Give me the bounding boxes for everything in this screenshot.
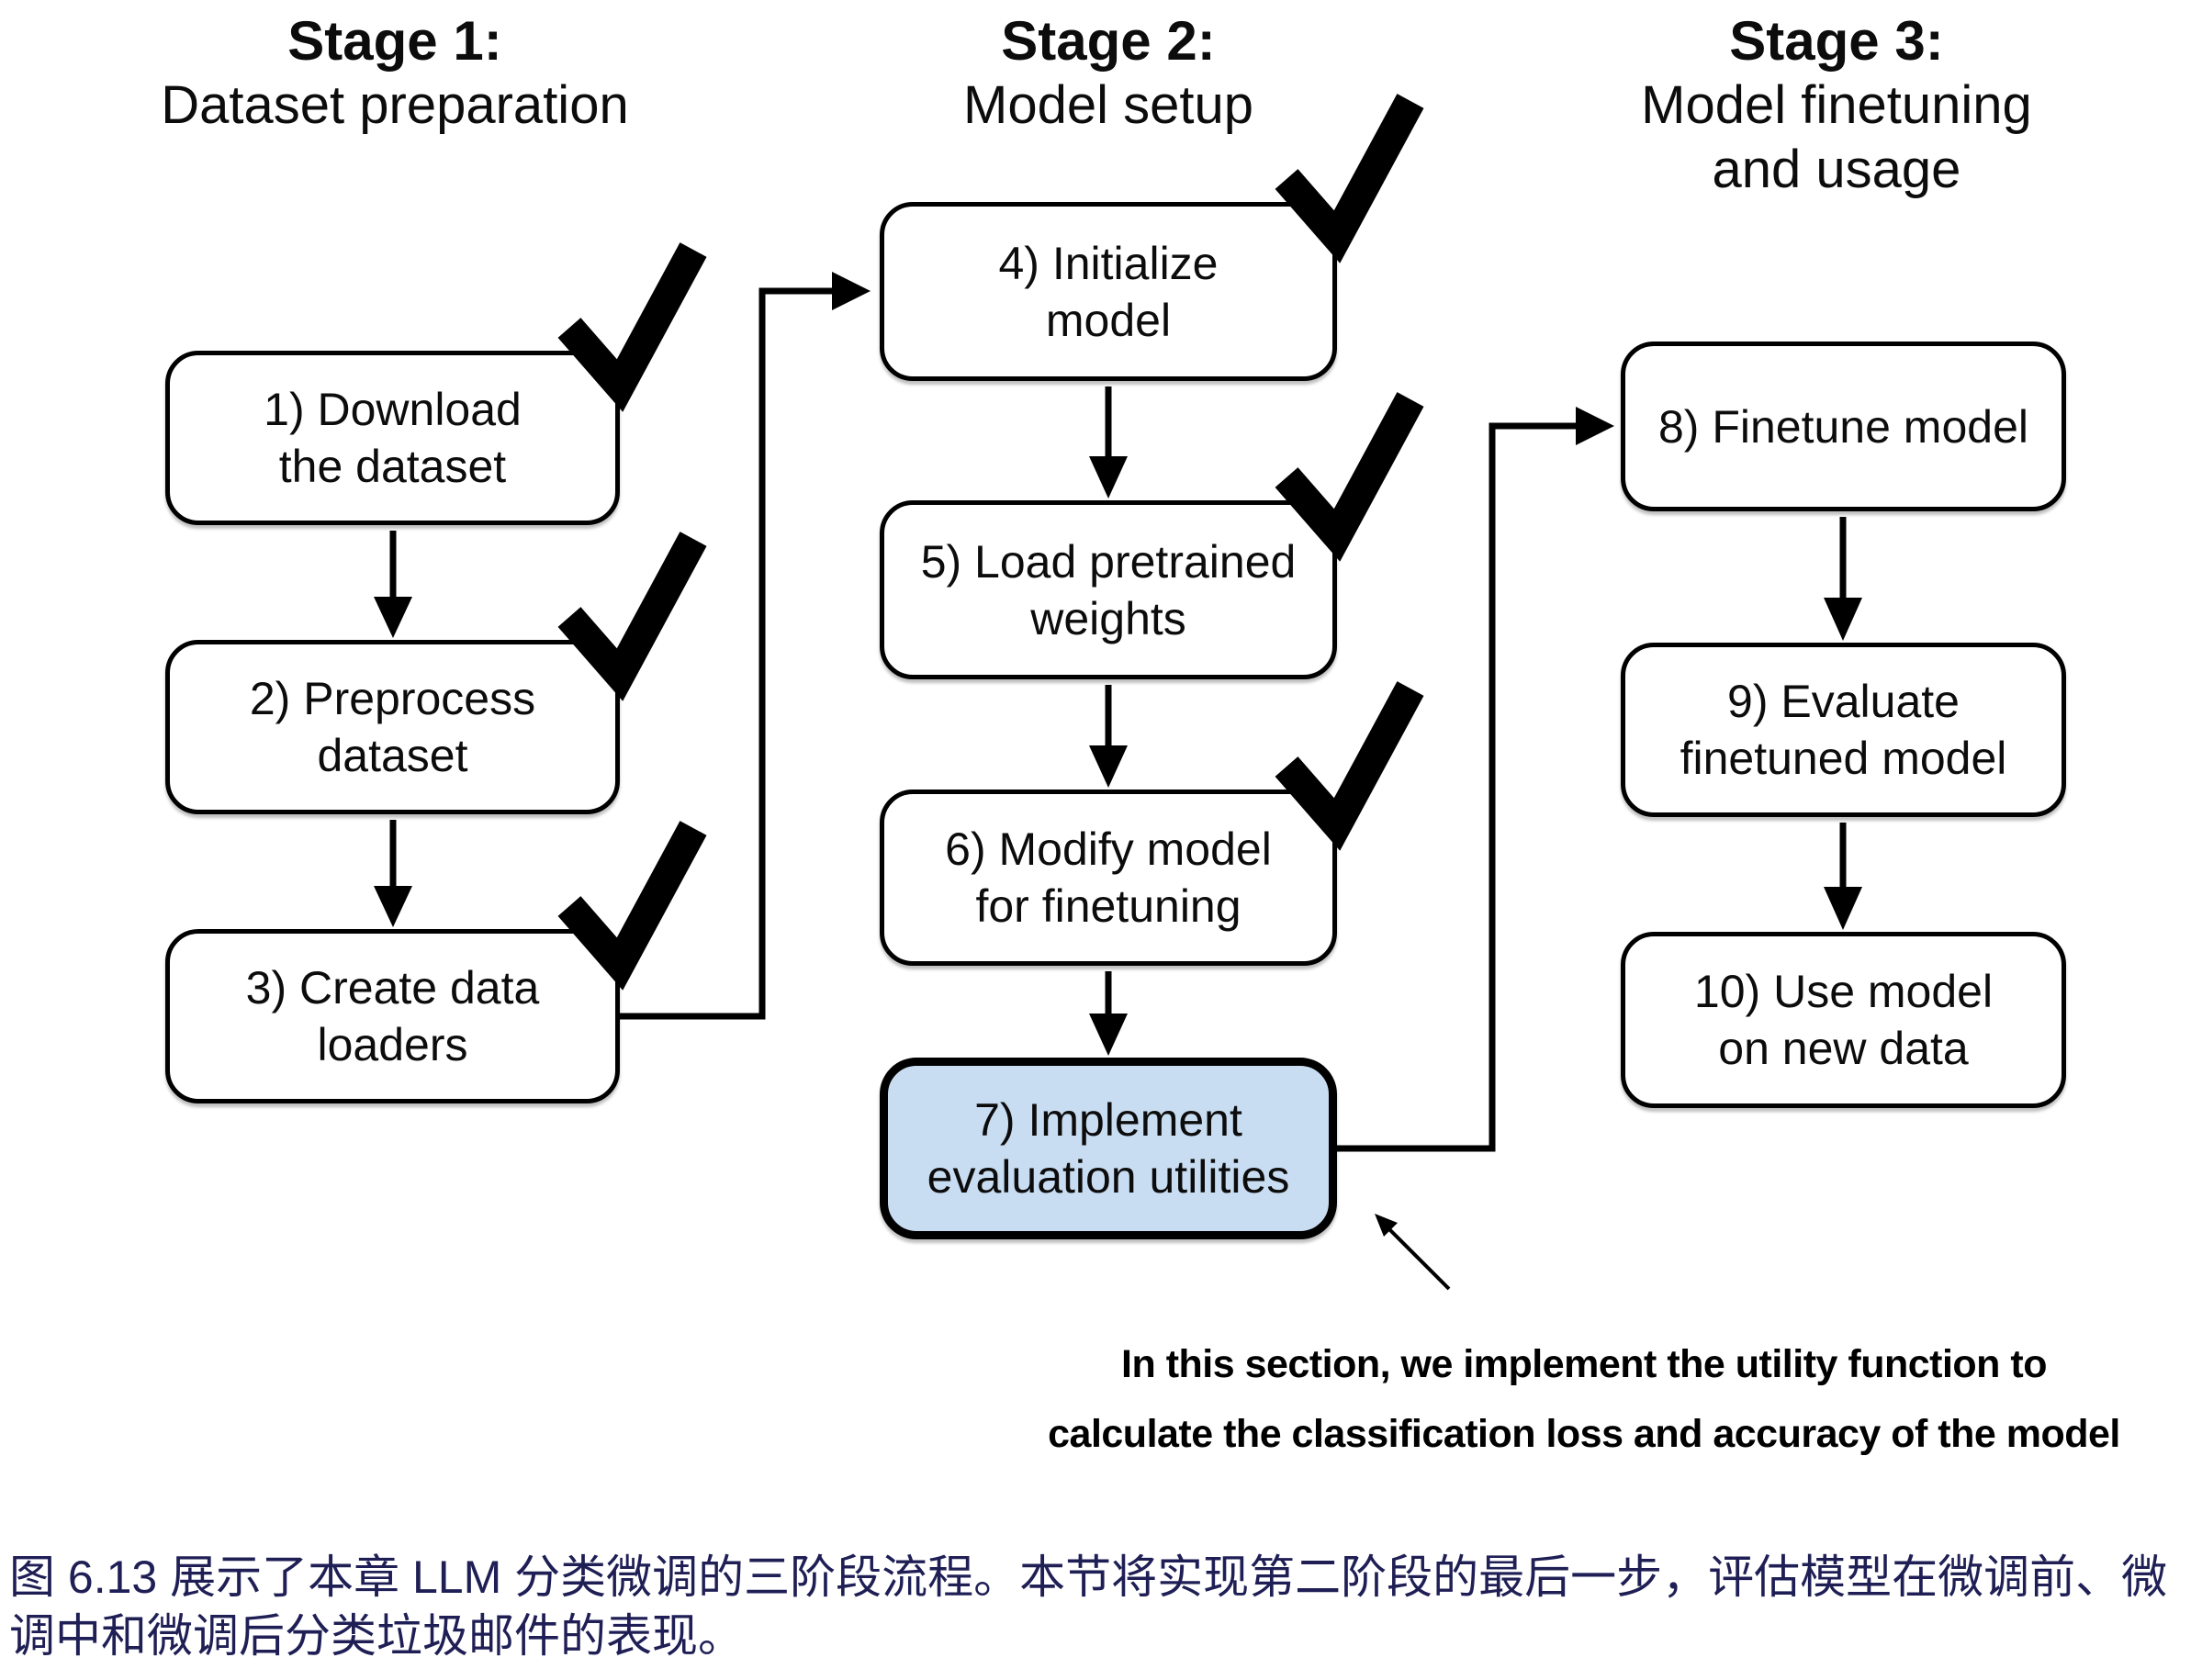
arrow-down-icon [1089,685,1128,788]
step-10-label-line2: on new data [1718,1023,1969,1074]
step-5-label-line2: weights [1030,592,1186,644]
step-2-label-line2: dataset [317,730,468,781]
step-8-finetune-model-box: 8) Finetune model [1621,342,2066,511]
step-9-evaluate-finetuned-model-box: 9) Evaluate finetuned model [1621,643,2066,817]
step-1-download-dataset-box: 1) Download the dataset [165,351,620,525]
annotation-arrow-icon [1375,1214,1451,1291]
stage-2-title: Stage 2: [1001,10,1216,72]
step-6-label-line2: for finetuning [975,880,1241,932]
step-6-modify-model-box: 6) Modify model for finetuning [880,790,1337,966]
stage-2-header: Stage 2: Model setup [787,9,1430,138]
step-5-load-pretrained-weights-box: 5) Load pretrained weights [880,500,1337,679]
annotation-line1: In this section, we implement the utilit… [1121,1342,2047,1386]
step-3-label-line2: loaders [317,1019,468,1070]
step-9-label-line2: finetuned model [1680,733,2007,784]
connector-stage2-to-stage3 [1335,407,1614,1152]
stage-1-subtitle: Dataset preparation [161,75,629,135]
stage-1-header: Stage 1: Dataset preparation [73,9,716,138]
arrow-down-icon [374,820,412,927]
step-7-label-line1: 7) Implement [974,1094,1242,1146]
step-4-label-line2: model [1045,294,1172,346]
step-4-initialize-model-box: 4) Initialize model [880,202,1337,381]
arrow-down-icon [1824,517,1862,641]
step-6-label-line1: 6) Modify model [945,823,1272,875]
stage-3-title: Stage 3: [1729,10,1944,72]
connector-arrow-right-icon [1576,407,1614,445]
annotation-line2: calculate the classification loss and ac… [1048,1412,2120,1456]
arrow-down-icon [374,531,412,638]
stage-3-subtitle-line1: Model finetuning [1641,75,2032,135]
connector-stage1-to-stage2 [617,272,871,1020]
step-7-implement-evaluation-utilities-box: 7) Implement evaluation utilities [880,1058,1337,1239]
step-1-label-line2: the dataset [278,441,507,492]
step-4-label-line1: 4) Initialize [998,237,1219,289]
arrow-down-icon [1824,823,1862,930]
step-2-preprocess-dataset-box: 2) Preprocess dataset [165,640,620,814]
step-3-create-data-loaders-box: 3) Create data loaders [165,929,620,1103]
step-8-label-line1: 8) Finetune model [1657,400,2028,453]
caption-line2: 调中和微调后分类垃圾邮件的表现。 [9,1610,744,1662]
arrow-down-icon [1089,971,1128,1056]
connector-arrow-right-icon [832,272,871,310]
stage-3-subtitle-line2: and usage [1712,140,1961,199]
step-1-label-line1: 1) Download [264,384,522,435]
step-9-label-line1: 9) Evaluate [1727,676,1960,727]
step-5-label-line1: 5) Load pretrained [920,535,1297,588]
arrow-down-icon [1089,386,1128,498]
stage-3-header: Stage 3: Model finetuning and usage [1515,9,2158,202]
caption-line1: 图 6.13 展示了本章 LLM 分类微调的三阶段流程。本节将实现第二阶段的最后… [9,1551,2168,1603]
stage-2-subtitle: Model setup [963,75,1253,135]
stage-1-title: Stage 1: [287,10,502,72]
figure-caption: 图 6.13 展示了本章 LLM 分类微调的三阶段流程。本节将实现第二阶段的最后… [9,1548,2195,1665]
step-7-label-line2: evaluation utilities [927,1151,1290,1203]
step-10-use-model-box: 10) Use model on new data [1621,932,2066,1108]
annotation-text: In this section, we implement the utilit… [973,1329,2195,1469]
step-2-label-line1: 2) Preprocess [249,673,536,724]
step-10-label-line1: 10) Use model [1693,966,1994,1017]
step-3-label-line1: 3) Create data [245,962,540,1014]
